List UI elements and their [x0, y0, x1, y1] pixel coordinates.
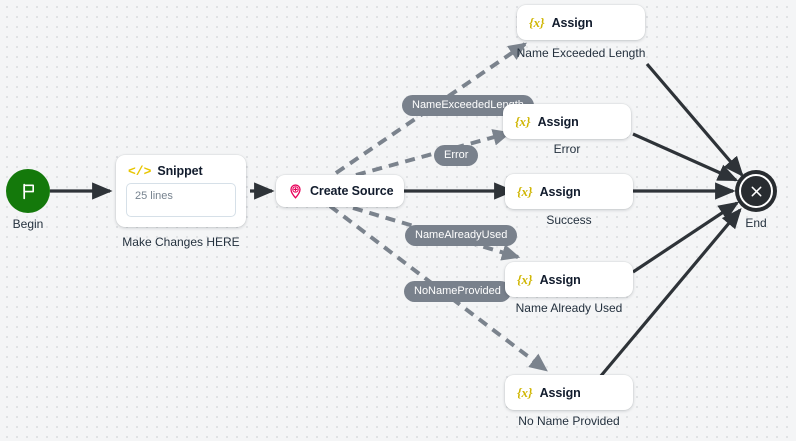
node-assign-name-exceeded-length[interactable]: {x} Assign — [517, 5, 645, 40]
edge-error-to-end — [632, 132, 739, 182]
end-ring — [739, 174, 773, 208]
begin-circle[interactable] — [6, 169, 50, 213]
create-source-title: Create Source — [310, 184, 394, 198]
snippet-lines-text: 25 lines — [135, 190, 173, 202]
assign-name-exceeded-length-caption: Name Exceeded Length — [516, 46, 646, 60]
create-source-header: Create Source — [276, 175, 404, 207]
assign-title: Assign — [551, 15, 593, 30]
flag-icon — [22, 183, 34, 199]
edge-label-no-name-provided[interactable]: NoNameProvided — [404, 281, 511, 302]
node-assign-name-already-used[interactable]: {x} Assign — [505, 262, 633, 297]
map-pin-plus-icon — [288, 183, 303, 199]
node-create-source[interactable]: Create Source — [276, 175, 404, 207]
assign-header: {x} Assign — [505, 262, 633, 297]
snippet-caption: Make Changes HERE — [122, 235, 240, 249]
node-assign-success[interactable]: {x} Assign — [505, 174, 633, 209]
edge-label-name-exceeded-length[interactable]: NameExceededLength — [402, 95, 534, 116]
variable-x-icon: {x} — [517, 385, 533, 400]
variable-x-icon: {x} — [517, 184, 533, 199]
assign-success-caption: Success — [546, 213, 592, 227]
edge-name-exceeded-to-end — [645, 62, 744, 177]
snippet-title: Snippet — [157, 164, 203, 178]
assign-title: Assign — [537, 114, 579, 129]
end-circle[interactable] — [735, 170, 777, 212]
assign-title: Assign — [539, 385, 581, 400]
variable-x-icon: {x} — [529, 15, 545, 30]
assign-header: {x} Assign — [505, 375, 633, 410]
snippet-header: </> Snippet — [126, 164, 236, 178]
node-assign-error[interactable]: {x} Assign — [503, 104, 631, 139]
node-begin[interactable]: Begin — [6, 169, 50, 231]
variable-x-icon: {x} — [517, 272, 533, 287]
node-assign-no-name-provided[interactable]: {x} Assign — [505, 375, 633, 410]
assign-no-name-provided-caption: No Name Provided — [518, 414, 620, 428]
assign-title: Assign — [539, 272, 581, 287]
assign-name-already-used-caption: Name Already Used — [515, 301, 623, 315]
assign-header: {x} Assign — [505, 174, 633, 209]
close-x-icon — [751, 186, 761, 196]
assign-error-caption: Error — [553, 142, 581, 156]
code-snippet-icon: </> — [128, 163, 152, 179]
snippet-lines-box[interactable]: 25 lines — [126, 183, 236, 217]
assign-title: Assign — [539, 184, 581, 199]
node-snippet[interactable]: </> Snippet 25 lines — [116, 155, 246, 227]
begin-caption: Begin — [12, 217, 44, 231]
edge-label-name-already-used[interactable]: NameAlreadyUsed — [405, 225, 518, 246]
node-end[interactable]: End — [735, 170, 777, 230]
edge-label-error[interactable]: Error — [434, 145, 479, 166]
end-caption: End — [745, 216, 767, 230]
variable-x-icon: {x} — [515, 114, 531, 129]
assign-header: {x} Assign — [517, 5, 645, 40]
assign-header: {x} Assign — [503, 104, 631, 139]
